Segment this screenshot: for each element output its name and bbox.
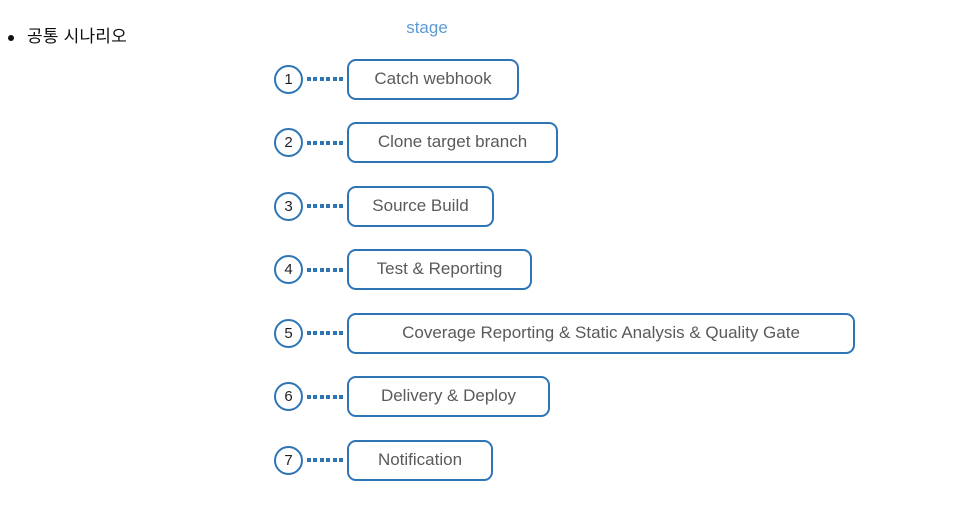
bullet-heading: 공통 시나리오	[8, 27, 127, 47]
step-number-circle[interactable]: 7	[274, 445, 303, 475]
step-number-circle[interactable]: 5	[274, 318, 303, 348]
pipeline-step-6: 6 Delivery & Deploy	[274, 376, 550, 418]
step-number-circle[interactable]: 2	[274, 128, 303, 157]
pipeline-step-4: 4 Test & Reporting	[274, 249, 532, 291]
pipeline-step-5: 5 Coverage Reporting & Static Analysis & …	[274, 312, 855, 354]
stage-box[interactable]: Clone target branch	[347, 122, 558, 163]
dotted-connector-icon	[307, 394, 343, 399]
pipeline-step-1: 1 Catch webhook	[274, 58, 519, 100]
dotted-connector-icon	[307, 77, 343, 82]
dotted-connector-icon	[307, 331, 343, 336]
stage-box[interactable]: Notification	[347, 439, 493, 481]
stage-box-label: Source Build	[372, 195, 469, 215]
step-number-circle[interactable]: 4	[274, 255, 303, 284]
dotted-connector-icon	[307, 204, 343, 209]
stage-box[interactable]: Coverage Reporting & Static Analysis & Q…	[347, 312, 855, 354]
stage-box-label: Coverage Reporting & Static Analysis & Q…	[402, 322, 800, 342]
stage-box[interactable]: Source Build	[347, 185, 494, 227]
stage-box-label: Notification	[377, 449, 463, 469]
stage-box[interactable]: Catch webhook	[347, 58, 519, 100]
step-number-circle[interactable]: 3	[274, 191, 303, 221]
dotted-connector-icon	[307, 458, 343, 463]
stage-box-label: Catch webhook	[374, 68, 492, 88]
stage-box[interactable]: Test & Reporting	[347, 249, 532, 290]
step-number-circle[interactable]: 6	[274, 382, 303, 411]
bullet-heading-label: 공통 시나리오	[27, 27, 127, 46]
step-number-circle[interactable]: 1	[274, 64, 303, 94]
dotted-connector-icon	[307, 267, 343, 272]
pipeline-step-3: 3 Source Build	[274, 185, 494, 227]
stage-column-title: stage	[406, 18, 448, 37]
pipeline-step-2: 2 Clone target branch	[274, 122, 558, 164]
stage-box-label: Clone target branch	[377, 132, 528, 152]
dotted-connector-icon	[307, 140, 343, 145]
stage-box-label: Delivery & Deploy	[380, 386, 517, 406]
stage-box-label: Test & Reporting	[376, 259, 503, 279]
stage-box[interactable]: Delivery & Deploy	[347, 376, 550, 417]
pipeline-step-7: 7 Notification	[274, 439, 493, 481]
bullet-point-icon	[8, 35, 14, 42]
